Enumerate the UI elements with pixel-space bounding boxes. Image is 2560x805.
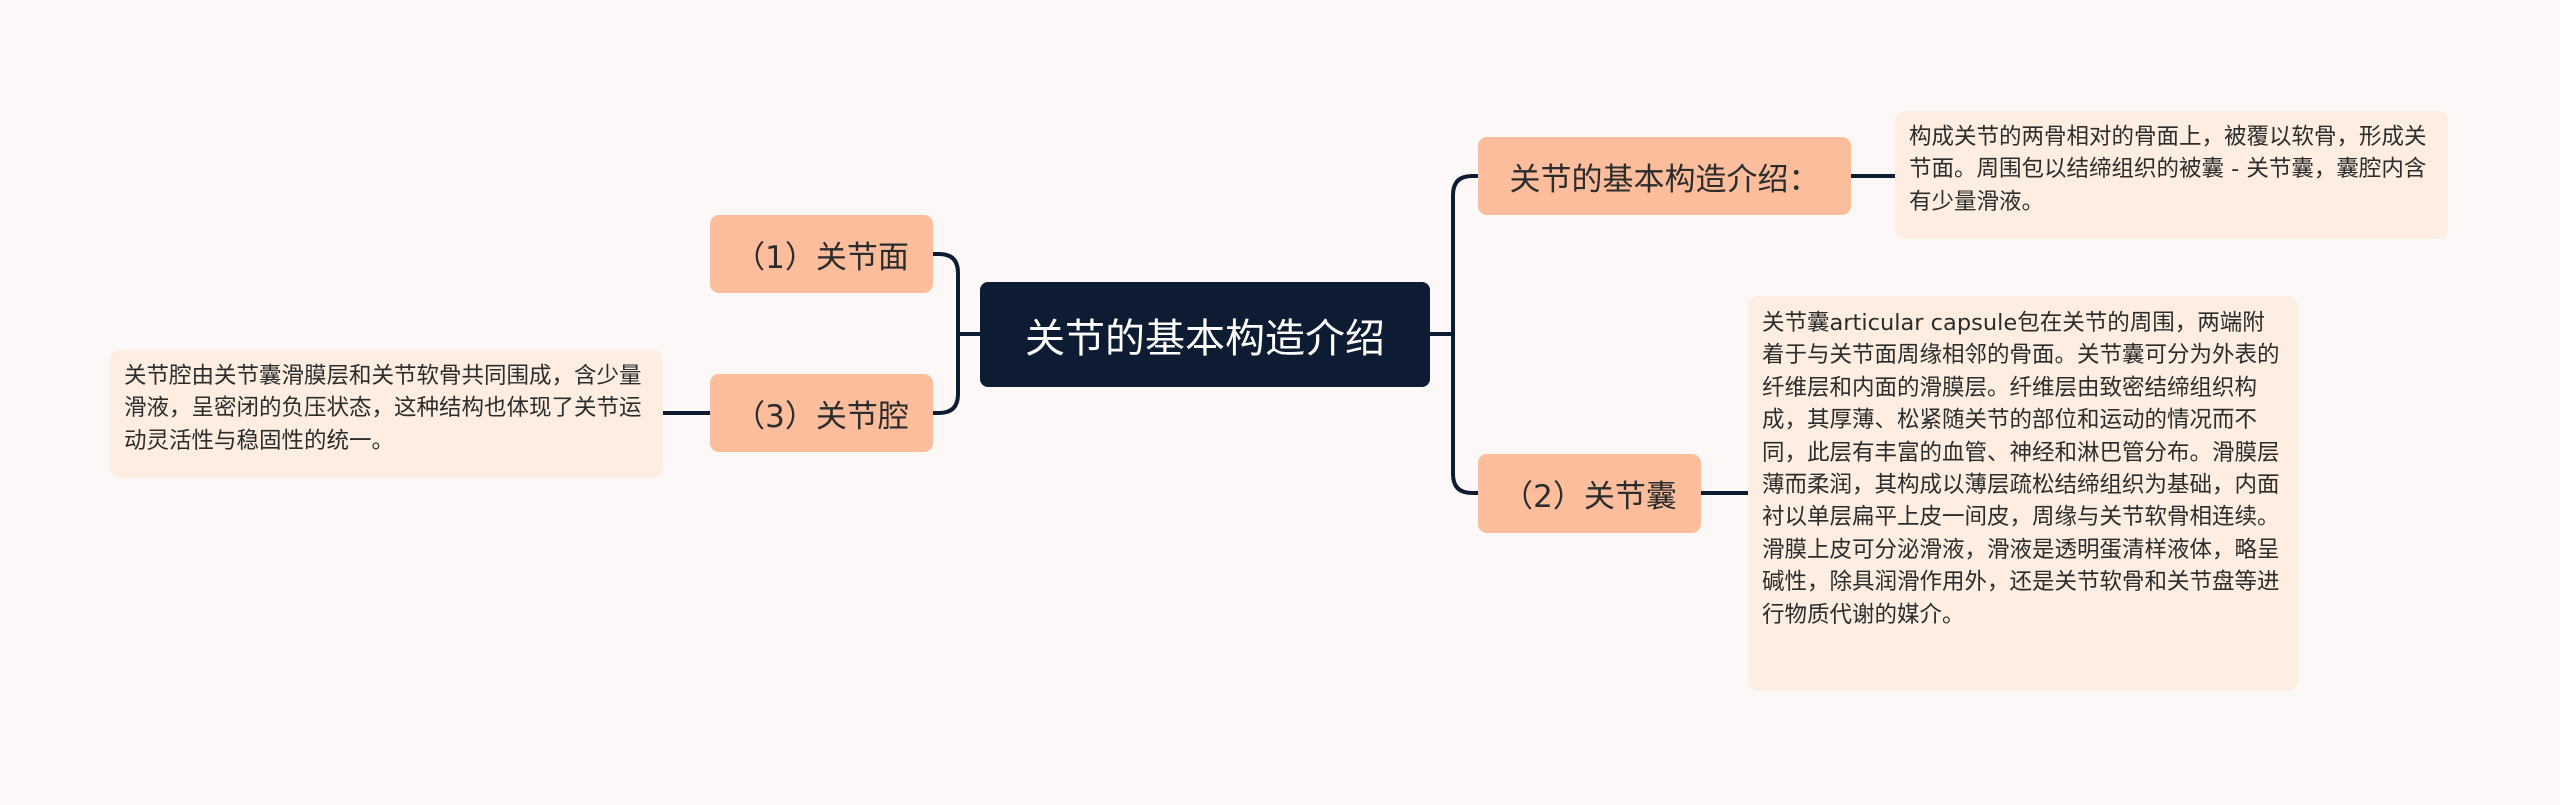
root-label: 关节的基本构造介绍 xyxy=(1025,315,1385,362)
connector-root-to-basic xyxy=(1451,174,1480,336)
topic-joint-capsule[interactable]: （2）关节囊 xyxy=(1478,454,1701,533)
topic-joint-surface[interactable]: （1）关节面 xyxy=(710,215,933,293)
topic-basic-structure[interactable]: 关节的基本构造介绍： xyxy=(1478,137,1851,215)
topic-joint-cavity-label: （3）关节腔 xyxy=(734,398,909,435)
topic-joint-cavity[interactable]: （3）关节腔 xyxy=(710,374,933,452)
topic-joint-surface-label: （1）关节面 xyxy=(734,239,909,276)
topic-joint-capsule-label: （2）关节囊 xyxy=(1502,479,1677,515)
note-joint-capsule[interactable]: 关节囊articular capsule包在关节的周围，两端附着于与关节面周缘相… xyxy=(1748,296,2298,691)
topic-basic-structure-label: 关节的基本构造介绍： xyxy=(1509,161,1820,198)
root-node[interactable]: 关节的基本构造介绍 xyxy=(980,282,1430,387)
note-basic-structure[interactable]: 构成关节的两骨相对的骨面上，被覆以软骨，形成关节面。周围包以结缔组织的被囊 - … xyxy=(1895,111,2448,239)
connector-root-to-capsule xyxy=(1451,332,1480,495)
connector-root-to-face xyxy=(931,252,960,336)
connector-root-to-cavity xyxy=(931,332,960,415)
note-joint-cavity[interactable]: 关节腔由关节囊滑膜层和关节软骨共同围成，含少量滑液，呈密闭的负压状态，这种结构也… xyxy=(110,350,663,478)
